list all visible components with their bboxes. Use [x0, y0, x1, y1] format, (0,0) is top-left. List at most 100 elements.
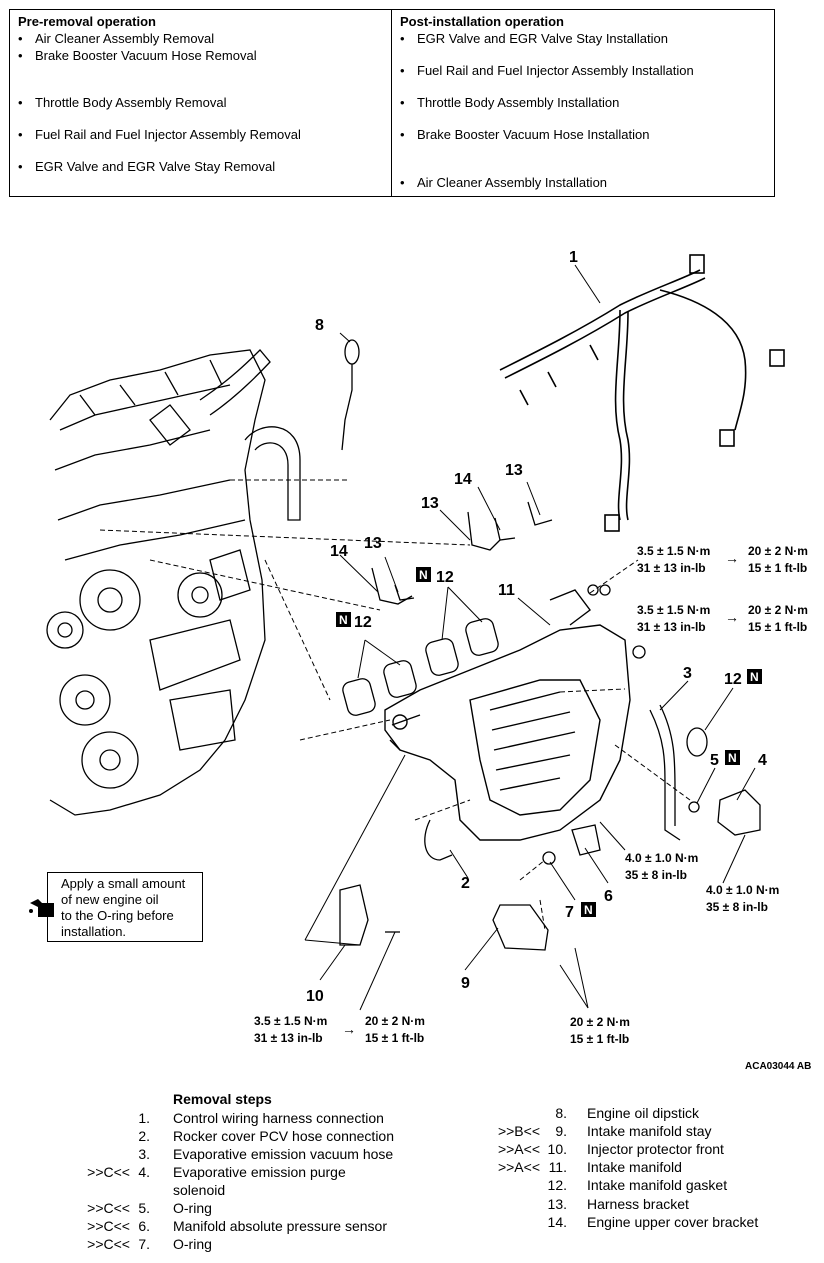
pre-removal-item: •EGR Valve and EGR Valve Stay Removal	[18, 159, 276, 174]
step-number: 11.	[548, 1159, 567, 1176]
step-label: O-ring	[173, 1200, 212, 1216]
dashed-assembly-lines	[99, 479, 691, 931]
pre-removal-heading: Pre-removal operation	[18, 14, 156, 29]
oil-can-icon	[29, 899, 54, 917]
removal-steps-title: Removal steps	[173, 1091, 272, 1107]
step-number: 5.	[138, 1200, 150, 1216]
post-installation-heading: Post-installation operation	[400, 14, 564, 29]
post-installation-item: •EGR Valve and EGR Valve Stay Installati…	[400, 31, 668, 46]
pre-removal-item: •Throttle Body Assembly Removal	[18, 95, 227, 110]
pre-removal-item: •Fuel Rail and Fuel Injector Assembly Re…	[18, 127, 301, 142]
torque-2-final-nm: 20 ± 2 N·m	[748, 603, 808, 617]
callout-11: 11	[498, 582, 515, 599]
step-number: 14.	[547, 1213, 567, 1230]
oil-note-box: Apply a small amount of new engine oil t…	[47, 872, 203, 942]
step-label: Intake manifold gasket	[587, 1177, 728, 1194]
callout-9: 9	[461, 975, 470, 992]
step-label: Engine upper cover bracket	[587, 1213, 759, 1230]
torque-3-inlb: 35 ± 8 in-lb	[625, 868, 687, 882]
step-number: 1.	[138, 1110, 150, 1126]
torque-3-nm: 4.0 ± 1.0 N·m	[625, 851, 698, 865]
torque-2-final-ftlb: 15 ± 1 ft-lb	[748, 620, 807, 634]
new-part-tag-12-left: N	[336, 612, 351, 627]
step-label: solenoid	[173, 1182, 226, 1198]
svg-text:N: N	[584, 903, 593, 917]
wiring-harness-drawing	[499, 254, 785, 532]
callout-12-left: 12	[354, 614, 372, 631]
intake-manifold-gasket-drawing	[342, 618, 499, 716]
new-part-tag-5: N	[725, 750, 740, 765]
torque-2-arrow: →	[725, 609, 739, 625]
step-label: Engine oil dipstick	[587, 1105, 700, 1121]
step-service-mark: >>B<<	[497, 1123, 540, 1140]
intake-manifold-drawing	[384, 589, 631, 841]
svg-text:N: N	[728, 751, 737, 765]
step-number: 4.	[138, 1164, 150, 1180]
torque-6-ftlb: 15 ± 1 ft-lb	[570, 1032, 629, 1046]
svg-text:N: N	[419, 568, 428, 582]
torque-5-nm: 3.5 ± 1.5 N·m	[254, 1014, 327, 1028]
step-label: Evaporative emission vacuum hose	[173, 1146, 394, 1162]
step-number: 7.	[138, 1236, 150, 1252]
step-label: Injector protector front	[587, 1141, 724, 1158]
new-part-tag-12-right: N	[747, 669, 762, 684]
step-label: O-ring	[173, 1236, 212, 1252]
step-number: 8.	[555, 1105, 567, 1121]
callout-1: 1	[569, 249, 578, 266]
step-service-mark: >>C<<	[87, 1200, 130, 1216]
step-label: Control wiring harness connection	[173, 1110, 384, 1126]
step-number: 9.	[555, 1123, 567, 1140]
torque-1-final-ftlb: 15 ± 1 ft-lb	[748, 561, 807, 575]
svg-text:N: N	[339, 613, 348, 627]
torque-specs: 3.5 ± 1.5 N·m 31 ± 13 in-lb → 20 ± 2 N·m…	[254, 544, 808, 1046]
pre-removal-column: Pre-removal operation •Air Cleaner Assem…	[10, 10, 392, 196]
new-part-tag-12-mid: N	[416, 567, 431, 582]
new-part-tag-7: N	[581, 902, 596, 917]
post-installation-item: •Fuel Rail and Fuel Injector Assembly In…	[400, 63, 694, 78]
step-service-mark: >>C<<	[87, 1218, 130, 1234]
step-number: 12.	[547, 1177, 567, 1194]
harness-bracket-drawing	[371, 501, 553, 605]
note-line: to the O-ring before	[61, 908, 174, 923]
torque-4-inlb: 35 ± 8 in-lb	[706, 900, 768, 914]
callout-2: 2	[461, 875, 470, 892]
step-number: 2.	[138, 1128, 150, 1144]
callout-6: 6	[604, 888, 613, 905]
step-label: Intake manifold stay	[587, 1123, 712, 1140]
purge-solenoid-and-hoses-drawing	[339, 584, 761, 951]
step-label: Evaporative emission purge	[173, 1164, 346, 1180]
torque-4-nm: 4.0 ± 1.0 N·m	[706, 883, 779, 897]
torque-5-arrow: →	[342, 1021, 356, 1037]
figure-id: ACA03044 AB	[745, 1061, 812, 1072]
operations-table: Pre-removal operation •Air Cleaner Assem…	[9, 9, 775, 197]
step-service-mark: >>C<<	[87, 1164, 130, 1180]
step-number: 10.	[547, 1141, 567, 1158]
step-label: Intake manifold	[587, 1159, 682, 1176]
leader-lines	[304, 264, 756, 1011]
callout-5: 5	[710, 752, 719, 769]
pre-removal-item: •Air Cleaner Assembly Removal	[18, 31, 215, 46]
torque-1-final-nm: 20 ± 2 N·m	[748, 544, 808, 558]
oil-dipstick-drawing	[341, 339, 360, 451]
callout-13-upper: 13	[505, 462, 523, 479]
step-label: Manifold absolute pressure sensor	[173, 1218, 388, 1234]
step-number: 6.	[138, 1218, 150, 1234]
step-service-mark: >>A<<	[497, 1141, 540, 1158]
post-installation-item: •Throttle Body Assembly Installation	[400, 95, 620, 110]
callout-8: 8	[315, 317, 324, 334]
torque-2-inlb: 31 ± 13 in-lb	[637, 620, 706, 634]
torque-1-inlb: 31 ± 13 in-lb	[637, 561, 706, 575]
note-line: of new engine oil	[61, 892, 159, 907]
callout-12-right: 12	[724, 671, 742, 688]
callout-numbers: 1 2 3 4 5 6 7 8 9 10 11 12 12 12 13 13 1…	[306, 249, 767, 1005]
callout-4: 4	[758, 752, 767, 769]
torque-2-nm: 3.5 ± 1.5 N·m	[637, 603, 710, 617]
torque-5-inlb: 31 ± 13 in-lb	[254, 1031, 323, 1045]
torque-5-final-nm: 20 ± 2 N·m	[365, 1014, 425, 1028]
callout-13-left: 13	[421, 495, 439, 512]
svg-text:N: N	[750, 670, 759, 684]
callout-7: 7	[565, 904, 574, 921]
step-service-mark: >>A<<	[497, 1159, 540, 1176]
pre-removal-item: •Brake Booster Vacuum Hose Removal	[18, 48, 257, 63]
step-service-mark: >>C<<	[87, 1236, 130, 1252]
